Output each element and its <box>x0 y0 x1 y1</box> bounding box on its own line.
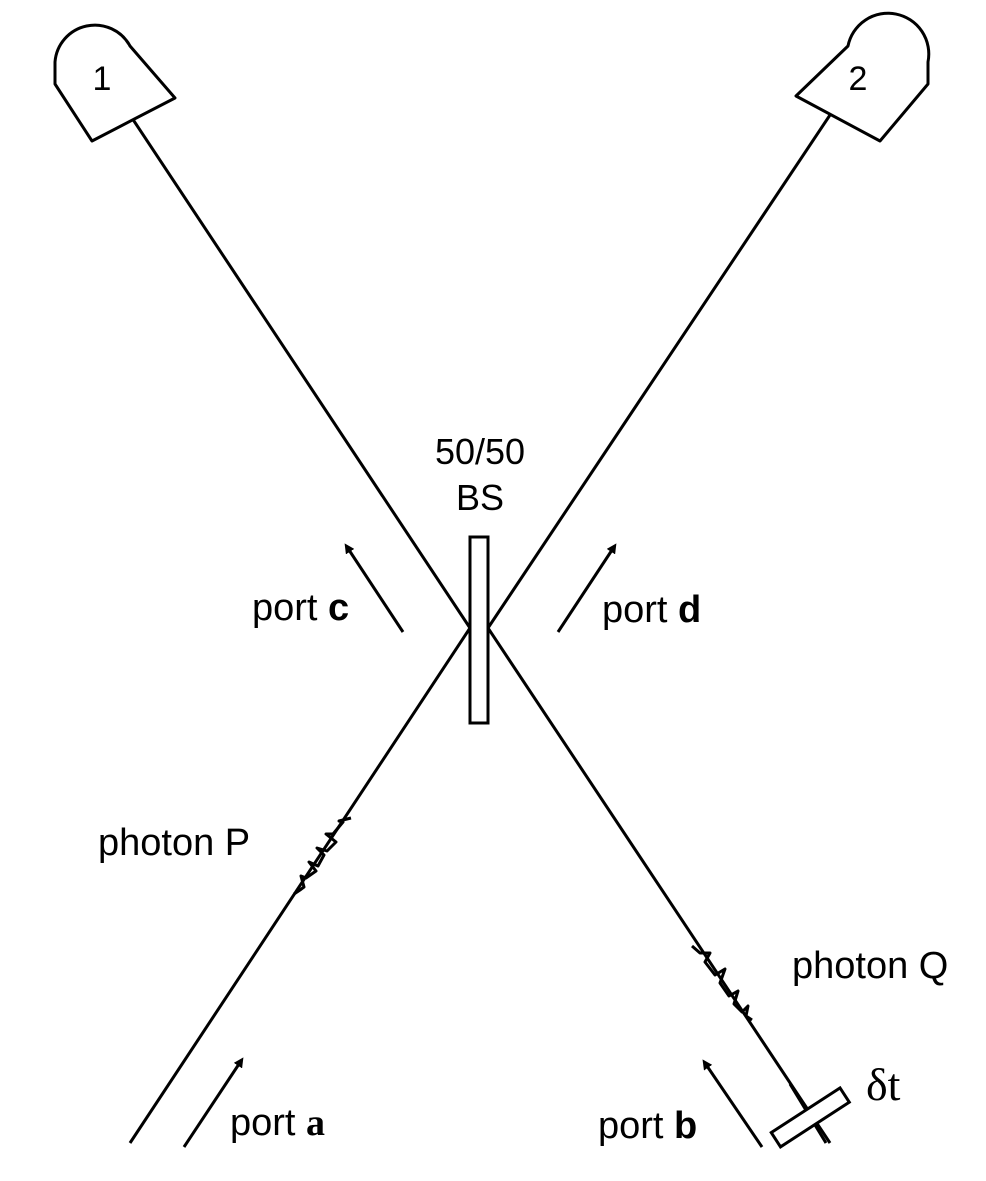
photon-q-label: photon Q <box>792 945 948 987</box>
beam-path-port-a <box>128 627 472 1144</box>
detector-2-label: 2 <box>849 60 868 98</box>
photon-p-label: photon P <box>98 822 250 864</box>
beam-splitter-ratio: 50/50 <box>435 431 525 472</box>
beam-path-detector1 <box>128 114 472 629</box>
photon-p-wavepacket <box>293 816 352 896</box>
delay-label: δt <box>866 1059 901 1110</box>
detector-2: 2 <box>794 11 931 143</box>
port-a-arrow <box>182 1057 244 1148</box>
beam-splitter-label: BS <box>456 477 504 518</box>
detector-1: 1 <box>53 23 177 143</box>
beam-path-detector2 <box>486 114 832 629</box>
beam-path-port-b <box>486 627 832 1144</box>
port-b-label: port b <box>598 1105 697 1147</box>
port-d-arrow <box>556 543 617 633</box>
port-c-label: port c <box>252 587 349 629</box>
delay-element <box>769 1083 852 1149</box>
beam-splitter <box>468 535 490 725</box>
port-a-label: port a <box>230 1102 325 1144</box>
detector-1-label: 1 <box>93 60 112 98</box>
port-b-arrow <box>702 1059 764 1148</box>
photon-q-wavepacket <box>691 944 753 1022</box>
port-d-label: port d <box>602 589 701 631</box>
port-c-arrow <box>344 543 405 633</box>
